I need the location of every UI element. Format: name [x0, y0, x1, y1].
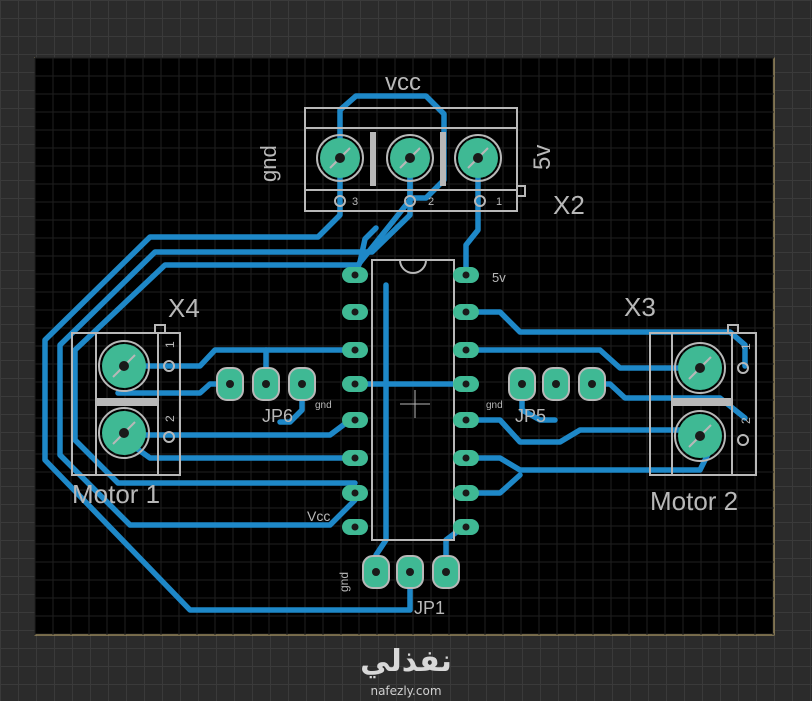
trace-outer-left — [42, 155, 413, 613]
label-gnd-top: gnd — [256, 145, 281, 182]
connector-x3: 1 2 — [649, 324, 757, 476]
jp6-hole — [298, 380, 306, 388]
ic-pad-hole — [462, 523, 470, 531]
trace-ic-r2 — [463, 309, 748, 369]
ic-pad-hole — [462, 308, 470, 316]
x4-pin1-label: 1 — [163, 341, 177, 348]
label-x3: X3 — [624, 292, 656, 322]
ic-pad-hole — [462, 489, 470, 497]
label-x4: X4 — [168, 293, 200, 323]
jp1-hole — [442, 568, 450, 576]
label-vcc-ic: Vcc — [307, 508, 330, 524]
ic-driver — [342, 259, 479, 541]
ic-pad-hole — [351, 271, 359, 279]
jp5 — [508, 367, 606, 401]
ic-pad-hole — [462, 416, 470, 424]
connector-x4: 1 2 — [71, 324, 181, 476]
x2-pin1-label: 1 — [496, 196, 502, 208]
ic-pad-hole — [351, 454, 359, 462]
trace-x2-loop — [337, 93, 447, 201]
trace-ic-r5 — [463, 417, 703, 445]
trace-mid-left — [57, 155, 413, 528]
watermark-url: nafezly.com — [370, 684, 442, 698]
label-jp1: JP1 — [414, 598, 445, 618]
ic-pad-hole — [462, 454, 470, 462]
x4-pin2-label: 2 — [163, 415, 177, 422]
jumpers — [216, 367, 606, 589]
label-jp6: JP6 — [262, 406, 293, 426]
x3-pin2-label: 2 — [739, 417, 753, 424]
jp5-hole — [552, 380, 560, 388]
x3-pin1-label: 1 — [739, 343, 753, 350]
ic-pad-hole — [351, 489, 359, 497]
label-5v-top: 5v — [529, 145, 556, 170]
silkscreen-labels: vcc gnd 5v X2 X4 X3 Motor 1 Motor 2 JP6 … — [72, 69, 738, 618]
label-gnd-jp6: gnd — [315, 400, 332, 411]
jp5-hole — [518, 380, 526, 388]
label-5v-ic: 5v — [492, 270, 506, 285]
label-jp5: JP5 — [515, 406, 546, 426]
jp1-hole — [372, 568, 380, 576]
watermark-logo: نفذلي — [360, 644, 452, 679]
connector-x2: 3 2 1 — [304, 107, 526, 212]
jp1 — [362, 555, 460, 589]
label-motor2: Motor 2 — [650, 486, 738, 516]
ic-pad-hole — [462, 346, 470, 354]
jp6-hole — [226, 380, 234, 388]
ic-pad-hole — [351, 346, 359, 354]
label-vcc-top: vcc — [385, 69, 421, 96]
ic-pad-hole — [351, 380, 359, 388]
ic-pad-hole — [351, 308, 359, 316]
ic-pad-hole — [351, 523, 359, 531]
trace-inner-left-b — [72, 197, 413, 486]
label-motor1: Motor 1 — [72, 479, 160, 509]
label-x2: X2 — [553, 190, 585, 220]
ic-pad-hole — [462, 380, 470, 388]
ic-pad-hole — [462, 271, 470, 279]
label-gnd-jp5: gnd — [486, 400, 503, 411]
label-gnd-jp1: gnd — [337, 572, 351, 592]
jp6 — [216, 367, 316, 401]
trace-ic-r3 — [463, 347, 703, 371]
jp1-hole — [406, 568, 414, 576]
ic-pad-hole — [351, 416, 359, 424]
trace-5v — [463, 155, 481, 278]
jp5-hole — [588, 380, 596, 388]
jp6-hole — [262, 380, 270, 388]
x2-pin3-label: 3 — [352, 196, 358, 208]
x2-pin2-label: 2 — [428, 196, 434, 208]
